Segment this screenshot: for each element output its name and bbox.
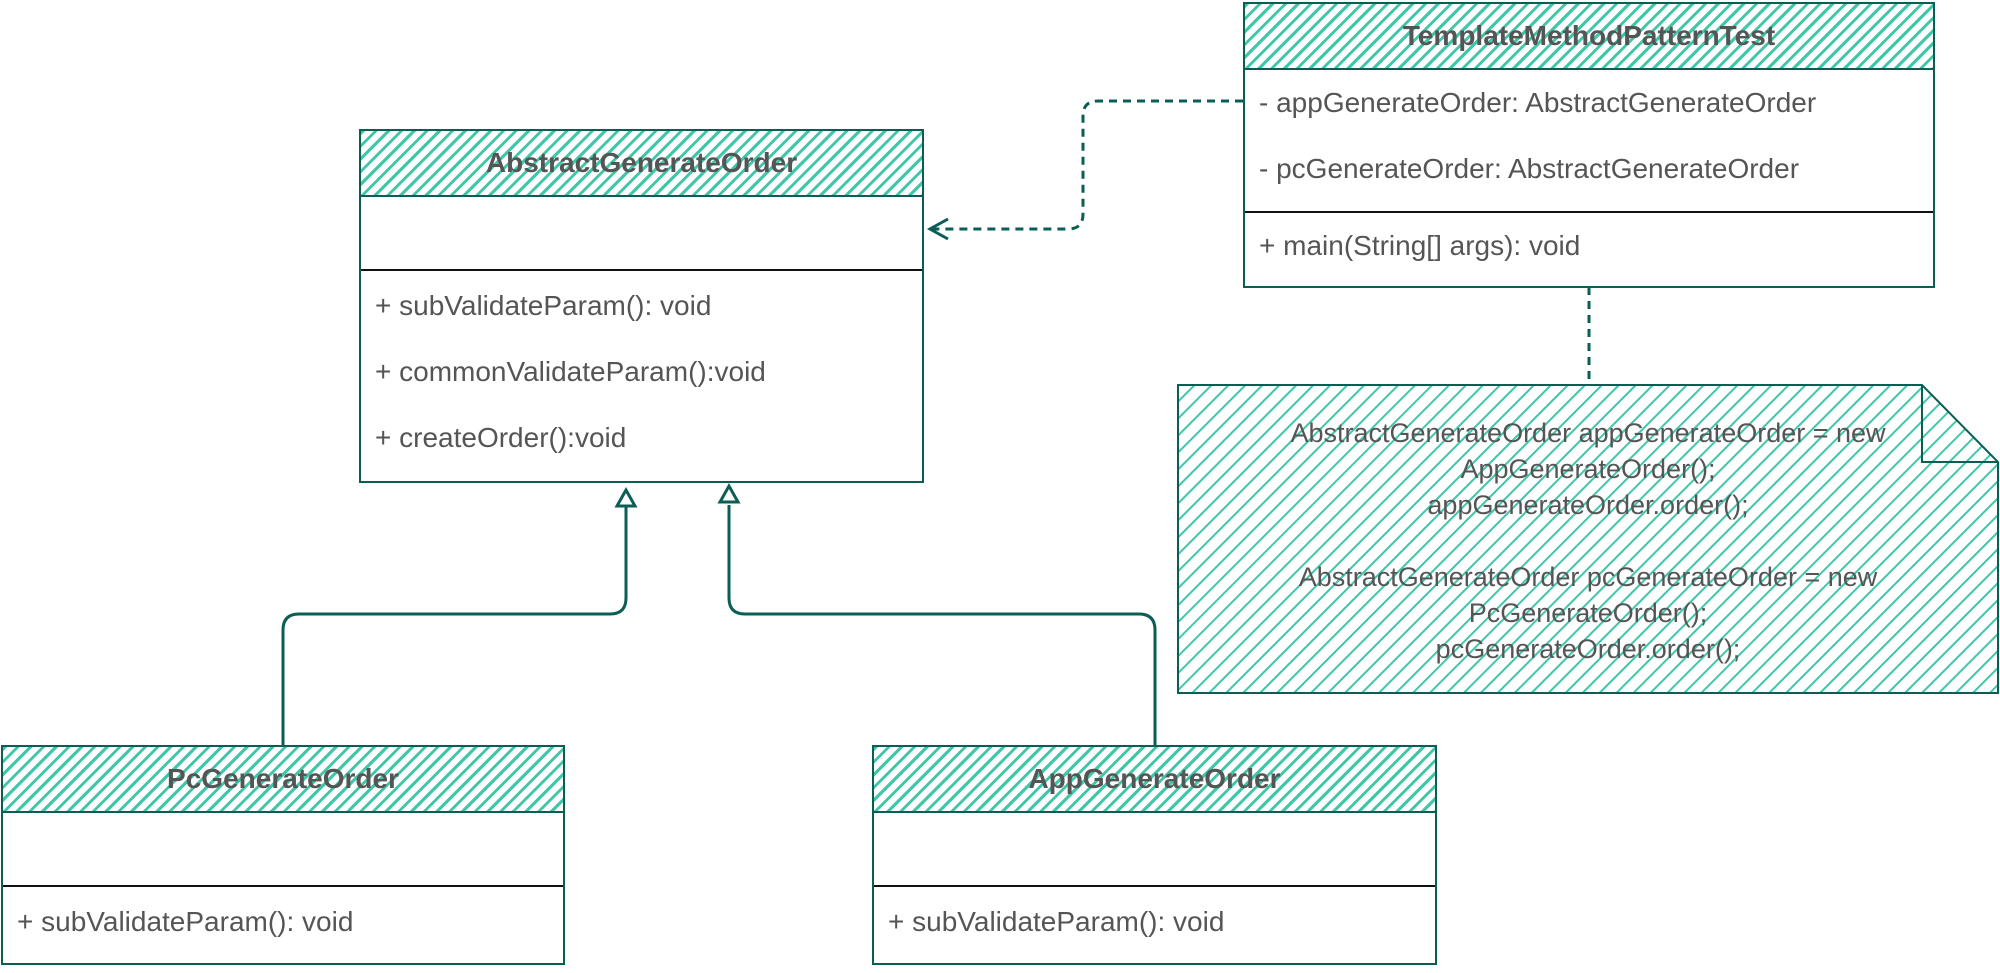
- inheritance-arrow-app: [717, 482, 1157, 745]
- class-template-method-pattern-test[interactable]: TemplateMethodPatternTest - appGenerateO…: [1243, 2, 1935, 288]
- class-name: AppGenerateOrder: [1028, 763, 1281, 794]
- class-header: AppGenerateOrder: [874, 747, 1435, 813]
- note-line: AbstractGenerateOrder appGenerateOrder =…: [1290, 418, 1886, 448]
- dependency-arrow: [926, 99, 1243, 241]
- method-row: + subValidateParam(): void: [888, 906, 1225, 937]
- class-name: AbstractGenerateOrder: [485, 147, 798, 178]
- method-section: + subValidateParam(): void + commonValid…: [361, 271, 922, 471]
- class-app-generate-order[interactable]: AppGenerateOrder + subValidateParam(): v…: [872, 745, 1437, 965]
- attribute-section: - appGenerateOrder: AbstractGenerateOrde…: [1245, 70, 1933, 213]
- note-line: PcGenerateOrder();: [1468, 598, 1708, 628]
- class-header: TemplateMethodPatternTest: [1245, 4, 1933, 70]
- method-row: + subValidateParam(): void: [375, 290, 712, 321]
- attribute-row: - pcGenerateOrder: AbstractGenerateOrder: [1259, 153, 1800, 184]
- attribute-row: - appGenerateOrder: AbstractGenerateOrde…: [1259, 87, 1817, 118]
- class-name: TemplateMethodPatternTest: [1402, 20, 1776, 51]
- method-row: + createOrder():void: [375, 422, 627, 453]
- method-row: + main(String[] args): void: [1259, 230, 1581, 261]
- note-line: pcGenerateOrder.order();: [1435, 634, 1741, 664]
- class-header: PcGenerateOrder: [3, 747, 563, 813]
- inheritance-arrow-pc: [281, 486, 638, 745]
- method-section: + subValidateParam(): void: [874, 887, 1435, 955]
- class-pc-generate-order[interactable]: PcGenerateOrder + subValidateParam(): vo…: [1, 745, 565, 965]
- class-header: AbstractGenerateOrder: [361, 131, 922, 197]
- class-abstract-generate-order[interactable]: AbstractGenerateOrder + subValidateParam…: [359, 129, 924, 483]
- note[interactable]: AbstractGenerateOrder appGenerateOrder =…: [1178, 385, 1998, 695]
- note-shape: [1177, 384, 1999, 694]
- method-row: + commonValidateParam():void: [375, 356, 766, 387]
- attribute-section: [874, 813, 1435, 887]
- attribute-section: [3, 813, 563, 887]
- method-section: + main(String[] args): void: [1245, 213, 1933, 277]
- note-line: [1178, 523, 1998, 559]
- note-line: appGenerateOrder.order();: [1427, 490, 1749, 520]
- note-line: AppGenerateOrder();: [1460, 454, 1716, 484]
- note-line: AbstractGenerateOrder pcGenerateOrder = …: [1298, 562, 1878, 592]
- method-section: + subValidateParam(): void: [3, 887, 563, 955]
- method-row: + subValidateParam(): void: [17, 906, 354, 937]
- attribute-section: [361, 197, 922, 271]
- class-name: PcGenerateOrder: [167, 763, 399, 794]
- note-text: AbstractGenerateOrder appGenerateOrder =…: [1178, 415, 1998, 667]
